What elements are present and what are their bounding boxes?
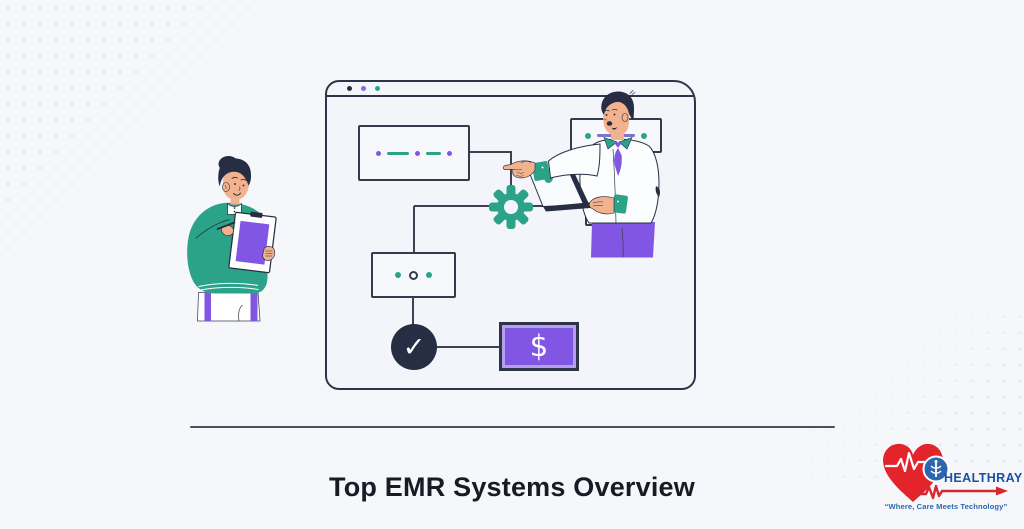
dot: [395, 272, 401, 278]
logo-tagline: “Where, Care Meets Technology”: [884, 502, 1008, 511]
arrow-head-icon: [996, 486, 1008, 496]
ekg-line-icon: [884, 451, 930, 473]
gear-icon: [489, 185, 533, 229]
clipboard-paper: [235, 220, 270, 265]
check-icon: ✓: [402, 331, 426, 363]
window-titlebar: [327, 82, 694, 97]
man-illustration: [502, 90, 660, 258]
check-node: ✓: [391, 324, 437, 370]
clipboard: [228, 211, 277, 274]
window-control-dot: [347, 86, 352, 91]
flowchart-box-top-left: [358, 125, 470, 181]
laptop-base: [543, 201, 603, 212]
flowchart-box-middle: [371, 252, 456, 298]
clipboard-clip: [250, 211, 263, 218]
ring: [409, 270, 418, 280]
flowchart-connector: [414, 205, 492, 207]
dollar-icon: $: [529, 329, 549, 363]
logo-graphic: [883, 443, 1008, 502]
dash: [597, 134, 613, 137]
necktie: [614, 142, 622, 148]
dot: [585, 132, 591, 139]
brand-name: HEALTHRAY: [944, 471, 1023, 485]
woman-hair: [218, 158, 252, 187]
sleeve-cuff: [612, 194, 628, 214]
sleeve-cuff: [531, 161, 551, 181]
dash: [426, 151, 441, 155]
ground-line: [190, 426, 835, 428]
collar: [618, 136, 633, 150]
pant-stripe: [250, 292, 258, 321]
pant-stripe: [204, 292, 211, 321]
pointing-arm: [547, 143, 601, 179]
dot: [641, 132, 647, 139]
open-mouth: [606, 121, 613, 126]
woman-illustration: [187, 156, 277, 322]
dot: [376, 150, 381, 156]
window-control-dot: [361, 86, 366, 91]
window-control-dot: [375, 86, 380, 91]
man-hair: [601, 91, 635, 120]
page-title: Top EMR Systems Overview: [329, 472, 695, 502]
flowchart-connector: [412, 298, 414, 326]
ekg-arrow-line-icon: [916, 484, 998, 500]
dot: [426, 272, 432, 278]
healthray-logo: HEALTHRAY “Where, Care Meets Technology”: [870, 438, 1022, 526]
necktie: [614, 148, 622, 176]
pointing-hand: [502, 160, 536, 179]
dot: [415, 150, 420, 156]
flowchart-connector: [470, 151, 512, 153]
flowchart-connector: [437, 346, 499, 348]
flowchart-connector: [413, 206, 415, 252]
dash: [387, 151, 409, 155]
caduceus-icon: [930, 460, 942, 477]
dollar-node: $: [499, 322, 579, 371]
man-face: [603, 99, 630, 137]
dash: [619, 134, 635, 137]
woman-face: [223, 168, 250, 201]
dot: [447, 150, 452, 156]
collar: [603, 137, 618, 150]
pen-icon: [216, 221, 236, 230]
